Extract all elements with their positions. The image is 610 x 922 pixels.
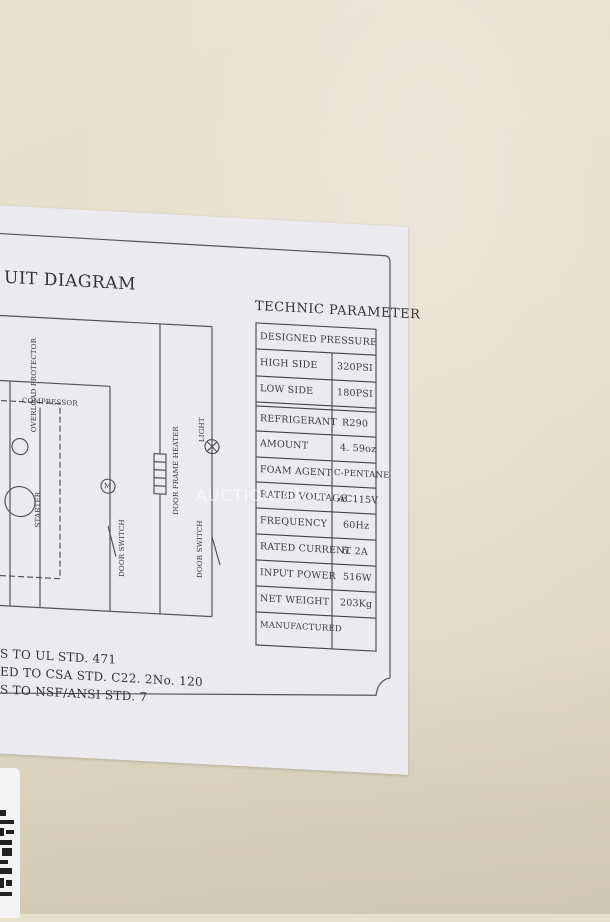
door-switch-label: DOOR SWITCH <box>118 519 126 578</box>
parameter-table-grid <box>255 322 377 652</box>
overload-protector-label: OVERLOAD PROTECTOR <box>30 337 38 433</box>
param-value-high-side: 320PSI <box>337 361 373 375</box>
circuit-wires <box>0 314 221 618</box>
starter-label: STARTER <box>34 491 42 528</box>
param-value-amount: 4. 59oz <box>340 442 377 456</box>
param-value-frequency: 60Hz <box>343 519 370 532</box>
param-value-input-power: 516W <box>343 571 372 585</box>
barcode-sticker <box>0 768 20 918</box>
param-value-refrigerant: R290 <box>342 417 369 430</box>
light-label: LIGHT <box>198 417 206 443</box>
label-frame-svg <box>0 232 391 696</box>
spec-label: UIT DIAGRAM TECHNIC PARAMETER COMPRESSOR… <box>0 205 420 775</box>
door-switch-2-label: DOOR SWITCH <box>196 520 204 579</box>
param-value-low-side: 180PSI <box>337 387 373 401</box>
motor-letter: M <box>104 481 112 491</box>
label-border <box>0 232 391 696</box>
door-frame-heater-label: DOOR FRAME HEATER <box>172 425 180 515</box>
param-value-rated-current: 6. 2A <box>342 545 368 558</box>
param-value-net-weight: 203Kg <box>340 597 373 611</box>
qr-code-icon <box>0 810 14 896</box>
auction-watermark: AUCTION GROUP <box>196 486 345 505</box>
